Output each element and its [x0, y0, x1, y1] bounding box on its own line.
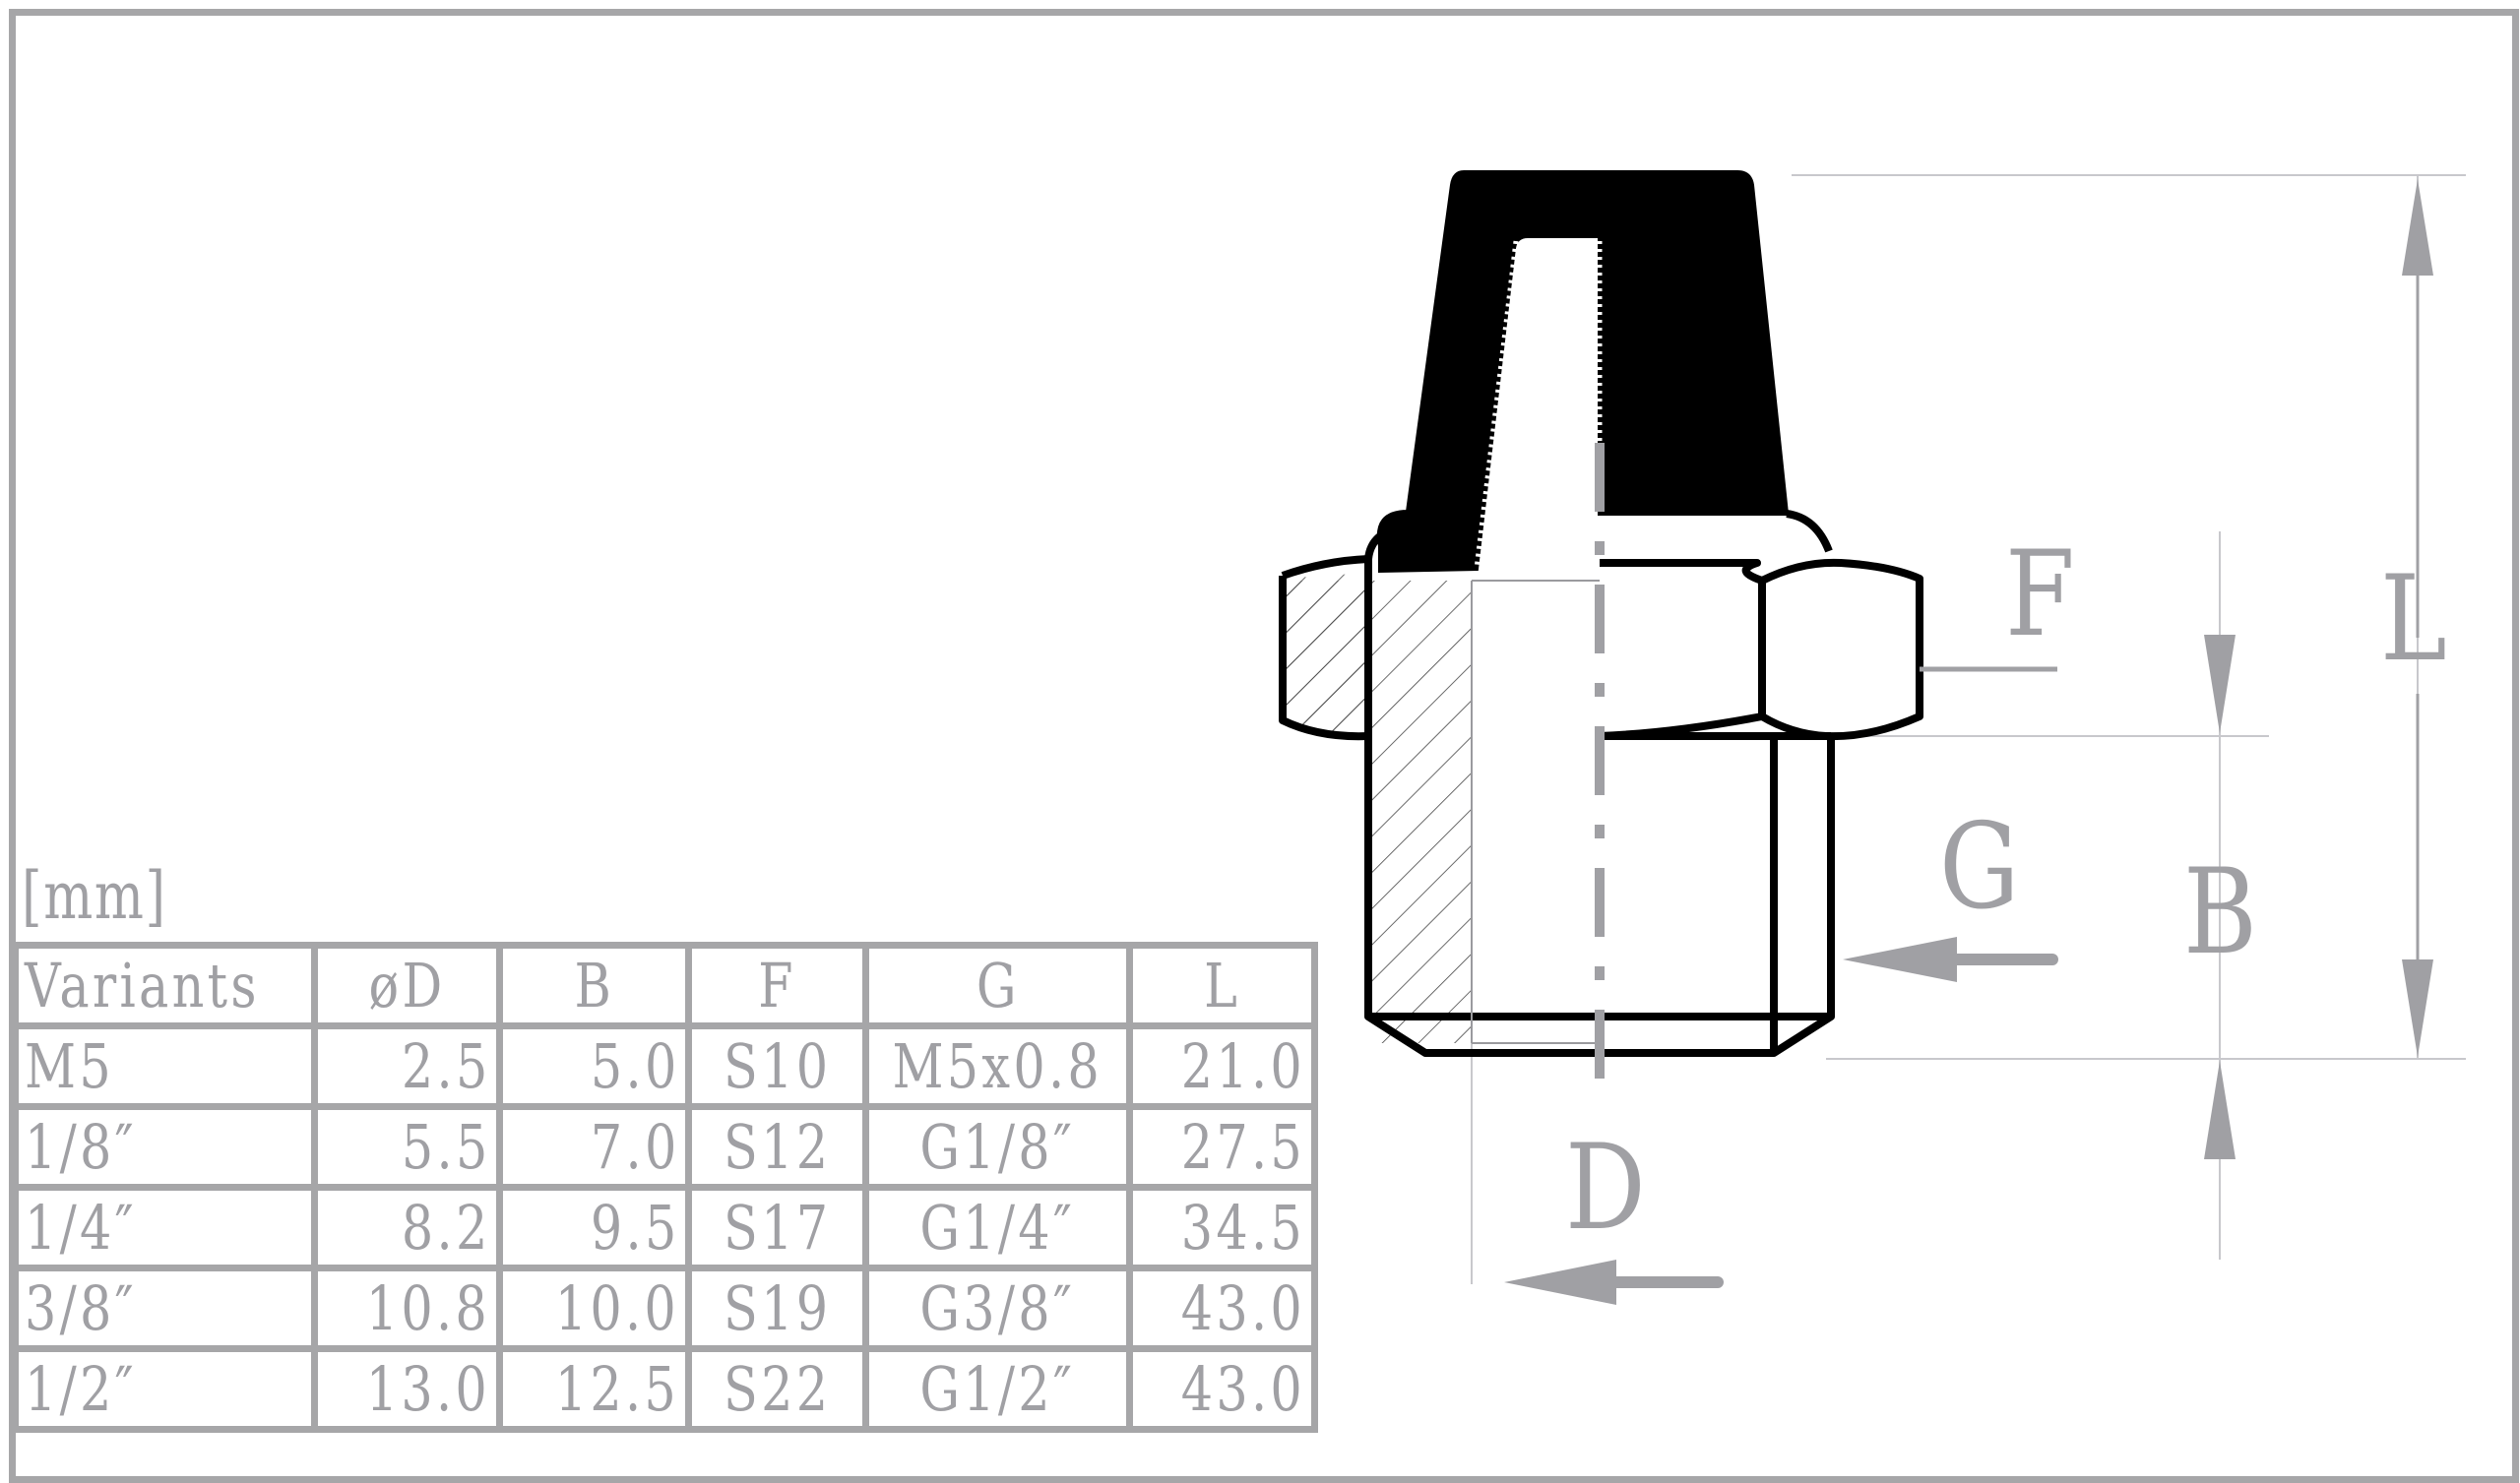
- cell-b: 9.5: [496, 1184, 693, 1271]
- cell-l: 43.0: [1125, 1265, 1318, 1352]
- dim-label-G: G: [1939, 799, 2020, 936]
- table-row: 1/2″ 13.0 12.5 S22 G1/2″ 43.0: [11, 1345, 1318, 1433]
- cell-variant: 1/8″: [11, 1103, 319, 1191]
- dim-label-B: B: [2183, 844, 2257, 981]
- cell-b: 5.0: [496, 1022, 693, 1110]
- header-l: L: [1125, 942, 1318, 1029]
- table-header-row: Variants øD B F G L: [11, 942, 1318, 1029]
- cell-diameter: 5.5: [311, 1103, 504, 1191]
- cell-variant: 1/2″: [11, 1345, 319, 1433]
- cell-diameter: 2.5: [311, 1022, 504, 1110]
- cell-diameter: 8.2: [311, 1184, 504, 1271]
- dim-B-arrows: [2204, 635, 2236, 1159]
- table-row: M5 2.5 5.0 S10 M5x0.8 21.0: [11, 1022, 1318, 1110]
- cell-diameter: 10.8: [311, 1265, 504, 1352]
- table-row: 1/8″ 5.5 7.0 S12 G1/8″ 27.5: [11, 1103, 1318, 1191]
- table-row: 3/8″ 10.8 10.0 S19 G3/8″ 43.0: [11, 1265, 1318, 1352]
- inner-bore: [1471, 580, 1600, 1044]
- cell-variant: 3/8″: [11, 1265, 319, 1352]
- cell-b: 7.0: [496, 1103, 693, 1191]
- dim-D-arrow: [1504, 1260, 1724, 1305]
- dim-L-arrows: [2402, 179, 2433, 1057]
- cell-f: S10: [685, 1022, 870, 1110]
- cell-f: S12: [685, 1103, 870, 1191]
- table-row: 1/4″ 8.2 9.5 S17 G1/4″ 34.5: [11, 1184, 1318, 1271]
- cell-f: S22: [685, 1345, 870, 1433]
- cell-variant: 1/4″: [11, 1184, 319, 1271]
- dim-label-F: F: [2005, 526, 2075, 663]
- header-diameter: øD: [311, 942, 504, 1029]
- hex-section-hatch: [1283, 573, 1368, 734]
- cell-b: 12.5: [496, 1345, 693, 1433]
- cell-g: G1/8″: [862, 1103, 1133, 1191]
- cell-f: S19: [685, 1265, 870, 1352]
- cell-variant: M5: [11, 1022, 319, 1110]
- cell-l: 43.0: [1125, 1345, 1318, 1433]
- dim-label-D: D: [1565, 1120, 1646, 1257]
- cell-l: 34.5: [1125, 1184, 1318, 1271]
- cell-f: S17: [685, 1184, 870, 1271]
- cell-g: M5x0.8: [862, 1022, 1133, 1110]
- header-variants: Variants: [11, 942, 319, 1029]
- cell-l: 27.5: [1125, 1103, 1318, 1191]
- drawing-frame: [9, 9, 2519, 1483]
- header-f: F: [685, 942, 870, 1029]
- cell-diameter: 13.0: [311, 1345, 504, 1433]
- silencer-cap: [1376, 170, 1790, 574]
- dimension-table: Variants øD B F G L M5 2.5 5.0 S10 M5x0.…: [11, 942, 1318, 1433]
- cell-g: G1/4″: [862, 1184, 1133, 1271]
- cell-g: G1/2″: [862, 1345, 1133, 1433]
- cell-b: 10.0: [496, 1265, 693, 1352]
- cell-g: G3/8″: [862, 1265, 1133, 1352]
- dim-G-arrow: [1843, 937, 2058, 982]
- header-b: B: [496, 942, 693, 1029]
- unit-label: [mm]: [22, 858, 167, 934]
- cell-l: 21.0: [1125, 1022, 1318, 1110]
- dim-label-L: L: [2380, 551, 2447, 688]
- header-g: G: [862, 942, 1133, 1029]
